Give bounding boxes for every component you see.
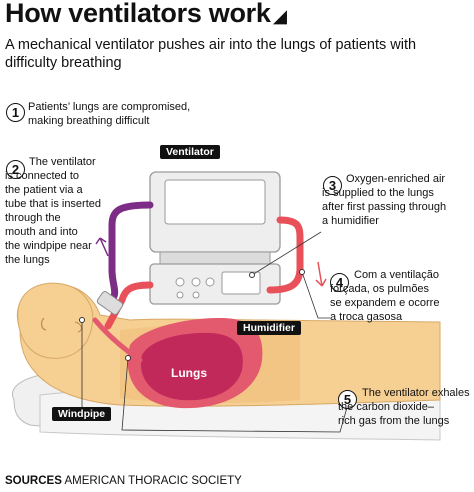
patient-head	[17, 282, 94, 359]
lungs-label: Lungs	[171, 366, 207, 380]
step-3-number: 3	[323, 176, 342, 195]
inhale-arrow	[315, 261, 327, 287]
step-4-number: 4	[330, 273, 349, 292]
ventilator-screen	[164, 179, 266, 225]
ventilator-label: Ventilator	[160, 145, 220, 159]
step-2-number: 2	[6, 160, 25, 179]
supply-tube-to-patient	[104, 281, 154, 330]
step-1-number: 1	[6, 103, 25, 122]
supply-tube	[266, 216, 304, 294]
windpipe	[92, 317, 143, 363]
windpipe-label: Windpipe	[52, 407, 112, 421]
step-3-text: Oxygen-enriched air is supplied to the l…	[322, 173, 447, 227]
page-subtitle: A mechanical ventilator pushes air into …	[5, 37, 417, 71]
sources-text: AMERICAN THORACIC SOCIETY	[64, 475, 242, 487]
step-5-number: 5	[338, 390, 357, 409]
step-5-text: The ventilator exhales the carbon dioxid…	[338, 387, 470, 427]
step-1-text: Patients’ lungs are compromised, making …	[28, 101, 191, 127]
lungs-inner	[140, 332, 243, 401]
exhale-arrow	[95, 237, 109, 257]
humidifier-label: Humidifier	[237, 321, 301, 335]
patient-nose	[74, 321, 83, 333]
sources-line: SOURCES AMERICAN THORACIC SOCIETY	[5, 475, 242, 487]
step-4-text: Com a ventilação forçada, os pulmões se …	[330, 269, 440, 323]
patient-ear	[40, 317, 47, 331]
page-title: How ventilators work◢	[5, 0, 287, 28]
step-2-text: The ventilator is connected to the patie…	[5, 156, 102, 266]
sources-label: SOURCES	[5, 475, 62, 487]
tube-connector	[96, 291, 124, 315]
exhale-tube	[108, 201, 154, 304]
title-triangle-icon: ◢	[273, 7, 287, 26]
